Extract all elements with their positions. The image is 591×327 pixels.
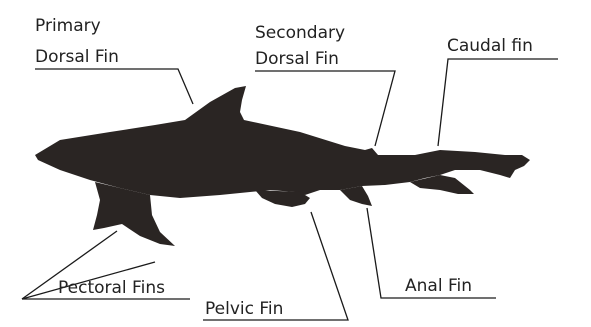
primary-dorsal-leader	[35, 69, 193, 104]
caudal-leader	[438, 59, 558, 146]
pelvic-fin-label: Pelvic Fin	[205, 299, 283, 319]
primary-dorsal-label-line2: Dorsal Fin	[35, 47, 119, 67]
shark-silhouette	[35, 86, 530, 246]
primary-dorsal-label-line1: Primary	[35, 16, 101, 36]
caudal-fin-label: Caudal fin	[447, 36, 533, 56]
secondary-dorsal-label-line2: Dorsal Fin	[255, 49, 339, 69]
secondary-dorsal-label-line1: Secondary	[255, 23, 345, 43]
pectoral-fins-label: Pectoral Fins	[58, 278, 165, 298]
anal-fin-label: Anal Fin	[405, 276, 472, 296]
